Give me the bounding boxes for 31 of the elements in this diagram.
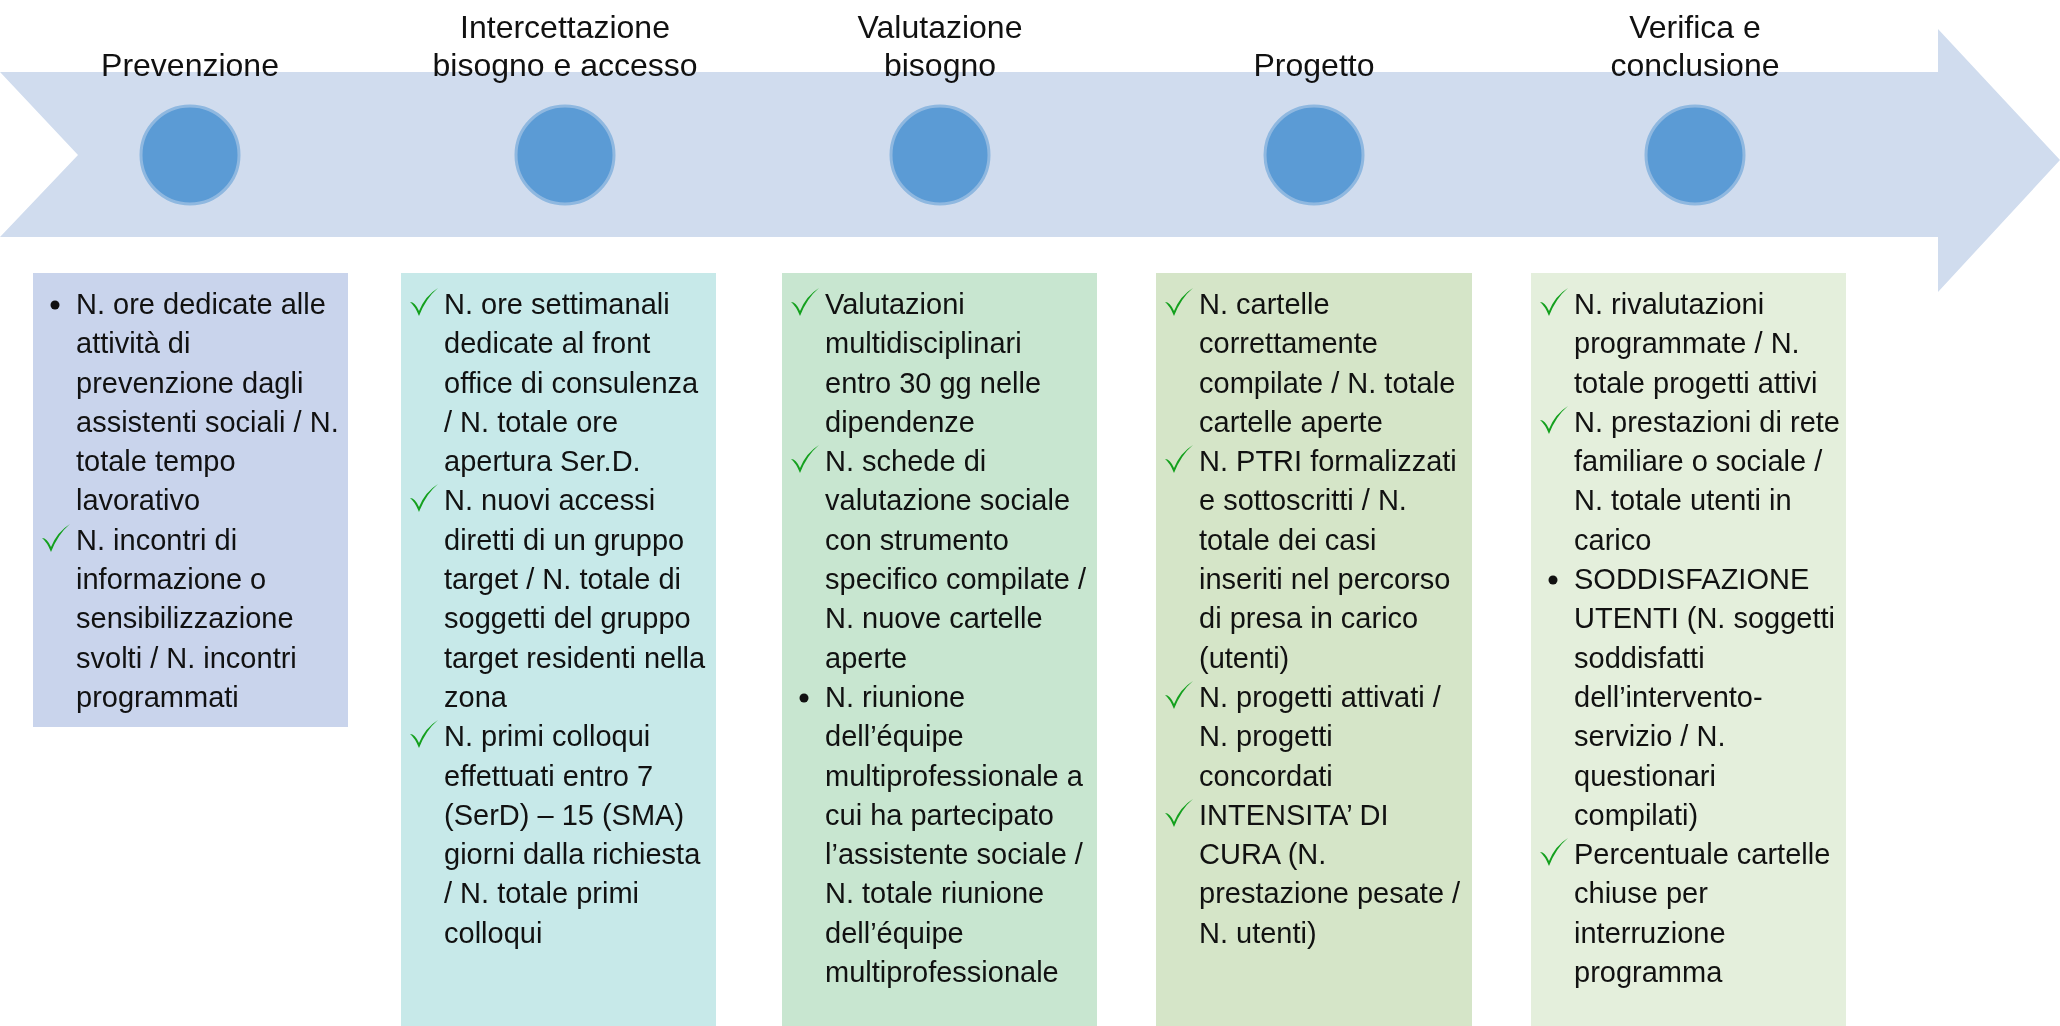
indicator-text: N. primi colloqui effettuati entro 7 (SerD) – 15 (SMA) giorni dalla richiesta / N. totale primi colloqui [444,720,701,949]
indicator-text: N. nuovi accessi diretti di un gruppo target / N. totale di soggetti del gruppo target residenti nella zona [444,484,706,713]
stage-heading: Valutazione bisogno [856,8,1024,84]
stage-circle [138,103,242,207]
indicator-text: N. schede di valutazione sociale con strumento specifico compilate / N. nuove cartelle aperte [825,445,1087,674]
stage-heading: Verifica e conclusione [1609,8,1781,84]
stage-circle [1643,103,1747,207]
indicator-text: Valutazioni multidisciplinari entro 30 gg nelle dipendenze [825,288,1042,438]
indicator-text: INTENSITA’ DI CURA (N. prestazione pesate / N. utenti) [1199,798,1461,949]
indicator-text: N. ore settimanali dedicate al front office di consulenza / N. totale ore apertura Ser.D. [444,288,699,478]
stage-heading: Intercettazione bisogno e accesso [431,8,699,84]
indicator-text: N. riunione dell’équipe multiprofessionale a cui ha partecipato l’assistente sociale / N. totale riunione dell’équipe multiprofessionale [825,680,1083,989]
stage-heading: Prevenzione [100,46,280,84]
indicator-text: N. ore dedicate alle attività di prevenzione dagli assistenti sociali / N. totale tempo lavorativo [76,288,339,517]
indicator-text: N. incontri di informazione o sensibilizzazione svolti / N. incontri programmati [76,523,297,713]
indicator-panel [1531,273,1846,1026]
stage-circle [888,103,992,207]
indicator-panel [33,273,348,728]
indicator-panel [782,273,1097,1026]
indicator-text: N. progetti attivati / N. progetti concordati [1199,680,1441,792]
indicator-panel [1156,273,1472,1026]
indicator-text: N. prestazioni di rete familiare o sociale / N. totale utenti in carico [1574,405,1840,556]
indicator-text: Percentuale cartelle chiuse per interruzione programma [1574,838,1831,989]
indicator-text: N. rivalutazioni programmate / N. totale progetti attivi [1574,288,1818,399]
stage-heading: Progetto [1252,46,1376,84]
indicator-panel [401,273,716,1026]
indicator-text: SODDISFAZIONE UTENTI (N. soggetti soddisfatti dell’intervento-servizio / N. questionari compilati) [1574,563,1836,831]
indicator-text: N. cartelle correttamente compilate / N. totale cartelle aperte [1199,288,1456,438]
stage-circle [513,103,617,207]
indicator-text: N. PTRI formalizzati e sottoscritti / N. totale dei casi inseriti nel percorso di presa in carico (utenti) [1199,445,1457,674]
stage-circle [1262,103,1366,207]
